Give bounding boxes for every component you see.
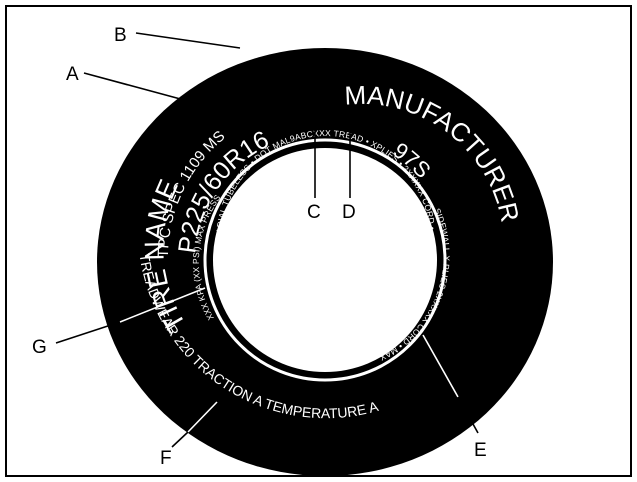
leader-f-inner [187,401,218,433]
rim-opening [213,148,437,372]
callout-a: A [66,64,79,85]
leader-b [135,32,241,49]
leader-g-inner [119,287,206,323]
callout-e: E [474,440,487,461]
callout-c: C [307,202,321,223]
callout-b: B [114,25,127,46]
frame-border [5,5,632,477]
callout-d: D [342,202,356,223]
callout-f: F [160,448,172,469]
leader-g-outer [55,321,121,344]
leader-e-outer [457,396,479,434]
leader-a [83,72,211,108]
leader-e-inner [422,334,459,398]
leader-f-outer [171,431,189,448]
callout-g: G [32,337,47,358]
